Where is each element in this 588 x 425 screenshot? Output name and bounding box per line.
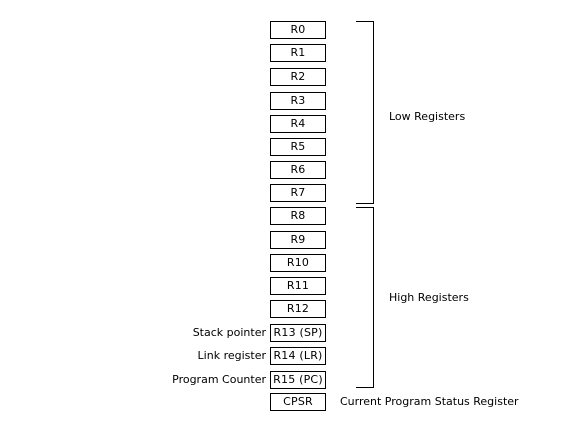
high-registers-bracket	[356, 207, 374, 388]
register-r5: R5	[270, 138, 326, 156]
cpsr-description: Current Program Status Register	[340, 395, 519, 408]
stack-pointer-label: Stack pointer	[192, 326, 266, 339]
register-r8: R8	[270, 207, 326, 225]
register-r0: R0	[270, 21, 326, 39]
register-r7: R7	[270, 184, 326, 202]
high-registers-label: High Registers	[389, 291, 469, 304]
register-r1: R1	[270, 44, 326, 62]
register-cpsr: CPSR	[270, 393, 326, 411]
low-registers-label: Low Registers	[389, 110, 466, 123]
link-register-label: Link register	[197, 349, 266, 362]
register-r9: R9	[270, 231, 326, 249]
register-r14-lr: R14 (LR)	[270, 347, 326, 365]
register-r10: R10	[270, 254, 326, 272]
register-r12: R12	[270, 300, 326, 318]
register-r4: R4	[270, 115, 326, 133]
register-r11: R11	[270, 277, 326, 295]
register-r13-sp: R13 (SP)	[270, 324, 326, 342]
low-registers-bracket	[356, 21, 374, 204]
register-r3: R3	[270, 92, 326, 110]
register-r2: R2	[270, 68, 326, 86]
register-r15-pc: R15 (PC)	[270, 371, 326, 389]
register-r6: R6	[270, 161, 326, 179]
program-counter-label: Program Counter	[172, 373, 266, 386]
